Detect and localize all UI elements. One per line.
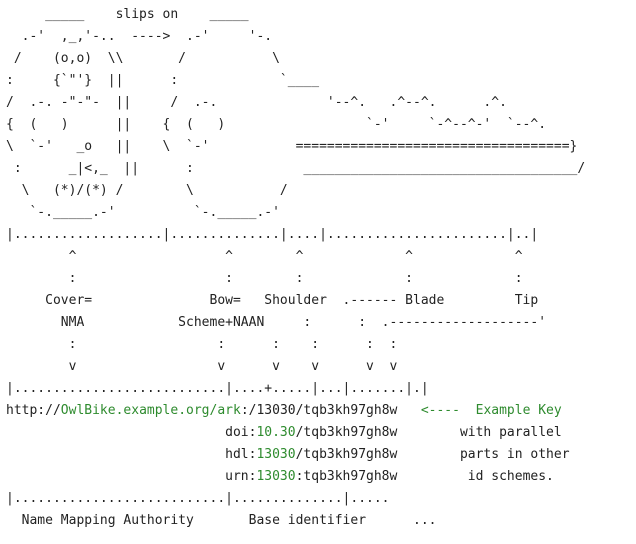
diagram-line: / .-. -"-"- || / .-. '--^. .^--^. .^.: [6, 95, 507, 110]
ascii-art-diagram: _____ slips on _____ .-' ,_,'-.. ----> .…: [6, 4, 585, 532]
diagram-line: |...........................|....+.....|…: [6, 381, 429, 396]
diagram-line: NMA Scheme+NAAN : : .-------------------…: [6, 315, 547, 330]
diagram-line: `-._____.-' `-._____.-': [6, 205, 280, 220]
footer-line: |...........................|...........…: [6, 491, 390, 506]
diagram-line: : : : : :: [6, 271, 523, 286]
key-segment: /tqb3kh97gh8w with parallel: [295, 425, 562, 440]
highlighted-segment: 13030: [256, 447, 296, 462]
key-segment: :tqb3kh97gh8w id schemes.: [295, 469, 554, 484]
highlighted-segment: 10.30: [256, 425, 296, 440]
key-segment: http://: [6, 403, 61, 418]
diagram-line: : _|<,_ || : ___________________________…: [6, 161, 586, 176]
example-key-line: http://OwlBike.example.org/ark:/13030/tq…: [6, 400, 585, 422]
key-segment: hdl:: [6, 447, 257, 462]
diagram-line: / (o,o) \\ / \: [6, 51, 280, 66]
example-key-line: urn:13030:tqb3kh97gh8w id schemes.: [6, 466, 585, 488]
diagram-line: ^ ^ ^ ^ ^: [6, 249, 523, 264]
key-segment: doi:: [6, 425, 257, 440]
key-segment: /tqb3kh97gh8w parts in other: [295, 447, 570, 462]
highlighted-segment: <---- Example Key: [420, 403, 562, 418]
diagram-line: \ `-' _o || \ `-' ======================…: [6, 139, 578, 154]
key-segment: urn:: [6, 469, 257, 484]
key-segment: :/13030/tqb3kh97gh8w: [240, 403, 421, 418]
footer-line: Name Mapping Authority Base identifier .…: [6, 513, 437, 528]
diagram-line: |...................|..............|....…: [6, 227, 539, 242]
highlighted-segment: OwlBike.example.org/ark: [60, 403, 241, 418]
diagram-line: : {`"'} || : `____: [6, 73, 320, 88]
diagram-line: : : : : : :: [6, 337, 398, 352]
diagram-line: { ( ) || { ( ) `-' `-^--^-' `--^.: [6, 117, 547, 132]
highlighted-segment: 13030: [256, 469, 296, 484]
example-key-line: doi:10.30/tqb3kh97gh8w with parallel: [6, 422, 585, 444]
diagram-line: \ (*)/(*) / \ /: [6, 183, 288, 198]
diagram-line: .-' ,_,'-.. ----> .-' '-.: [6, 29, 273, 44]
example-key-line: hdl:13030/tqb3kh97gh8w parts in other: [6, 444, 585, 466]
diagram-line: Cover= Bow= Shoulder .------ Blade Tip: [6, 293, 539, 308]
diagram-line: v v v v v v: [6, 359, 398, 374]
diagram-line: _____ slips on _____: [6, 7, 249, 22]
